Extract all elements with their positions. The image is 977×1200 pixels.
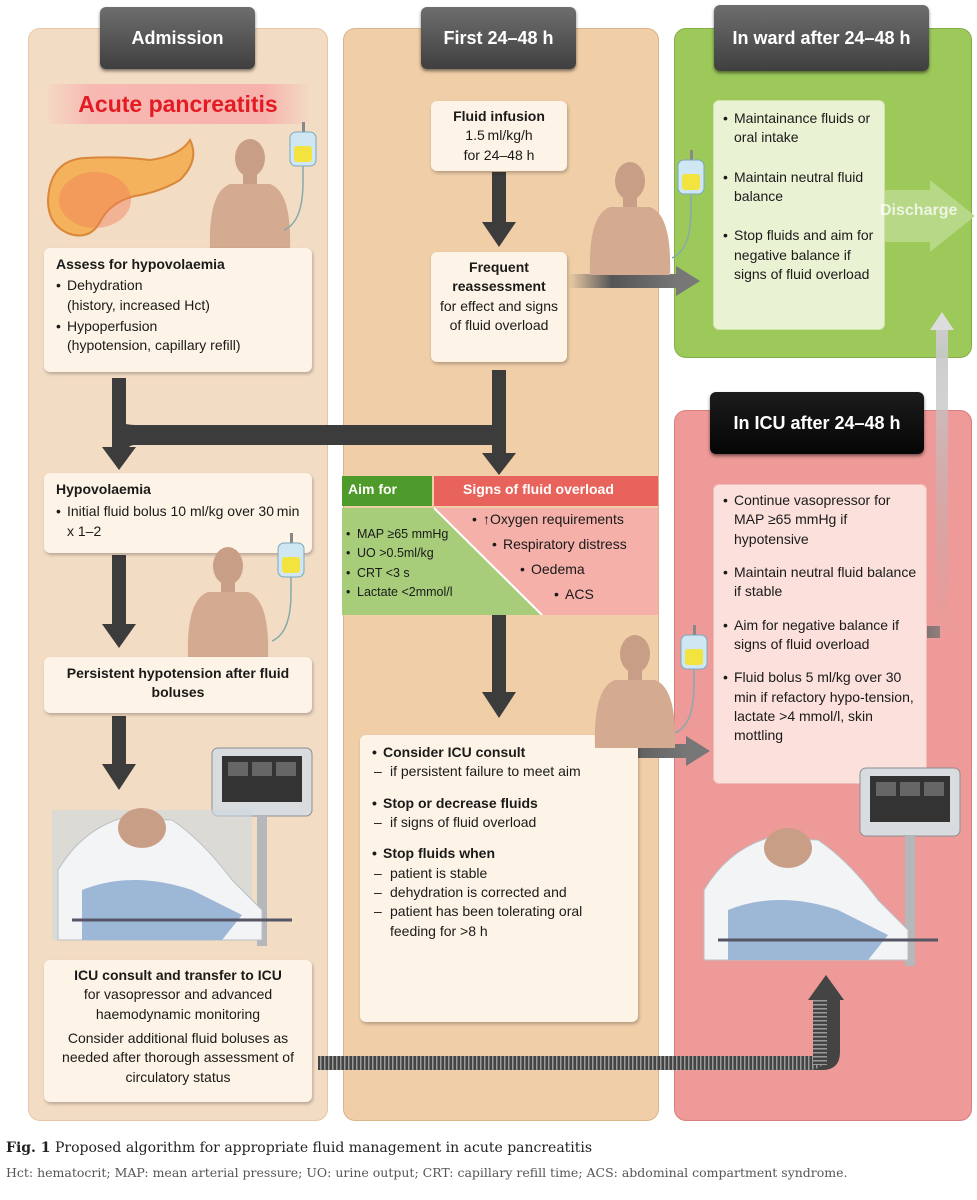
overload-sign: ACS xyxy=(554,586,594,602)
arrow-icon xyxy=(482,614,516,718)
arrow-icon xyxy=(102,555,136,648)
acute-pancreatitis-title: Acute pancreatitis xyxy=(44,84,312,124)
assess-hypovolaemia-box: Assess for hypovolaemia Dehydration (his… xyxy=(44,248,312,372)
header-ward: In ward after 24–48 h xyxy=(714,5,929,71)
arrow-icon xyxy=(568,266,700,296)
ward-box: Maintainance fluids or oral intake Maint… xyxy=(713,100,885,330)
hypovolaemia-box: Hypovolaemia Initial fluid bolus 10 ml/k… xyxy=(44,473,312,553)
aim-item: MAP ≥65 mmHg xyxy=(346,525,453,545)
ward-item: Maintainance fluids or oral intake xyxy=(723,109,875,148)
discharge-label: Discharge xyxy=(880,202,958,219)
icu-consult-title: ICU consult and transfer to ICU xyxy=(74,967,282,983)
icu-box: Continue vasopressor for MAP ≥65 mmHg if… xyxy=(713,484,927,784)
persistent-text: Persistent hypotension after fluid bolus… xyxy=(66,665,290,701)
icu-item: Maintain neutral fluid balance if stable xyxy=(723,563,917,602)
overload-sign: Respiratory distress xyxy=(492,536,627,552)
assess-title: Assess for hypovolaemia xyxy=(56,256,225,272)
icu-item: Aim for negative balance if signs of flu… xyxy=(723,616,917,655)
consider-title: Consider ICU consult xyxy=(372,743,626,763)
assess-item-main: Dehydration xyxy=(56,276,300,296)
arrow-icon xyxy=(102,716,136,790)
stop-decrease-title: Stop or decrease fluids xyxy=(372,794,626,814)
figure-title: Proposed algorithm for appropriate fluid… xyxy=(55,1140,593,1156)
fluid-overload-label: Signs of fluid overload xyxy=(463,481,614,497)
iv-bag-icon xyxy=(672,150,705,259)
overload-sign: ↑Oxygen requirements xyxy=(472,511,624,527)
aim-item: Lactate <2mmol/l xyxy=(346,583,453,603)
icu-consult-line1: for vasopressor and advanced haemodynami… xyxy=(83,986,273,1022)
stop-decrease-sub: if signs of fluid overload xyxy=(372,813,626,833)
hospital-bed-patient-icon xyxy=(52,747,313,946)
aim-item: CRT <3 s xyxy=(346,564,453,584)
fluid-infusion-duration: for 24–48 h xyxy=(463,146,535,163)
icu-consult-transfer-box: ICU consult and transfer to ICU for vaso… xyxy=(44,960,312,1102)
persistent-hypotension-box: Persistent hypotension after fluid bolus… xyxy=(44,657,312,713)
consider-icu-box: Consider ICU consult if persistent failu… xyxy=(360,735,638,1022)
stop-when-item: dehydration is corrected and xyxy=(372,883,626,903)
aim-for-label: Aim for xyxy=(348,481,397,497)
hypovolaemia-item: Initial fluid bolus 10 ml/kg over 30 min… xyxy=(56,502,300,541)
arrow-icon xyxy=(318,975,844,1070)
fluid-infusion-box: Fluid infusion 1.5 ml/kg/h for 24–48 h xyxy=(431,101,567,171)
arrow-icon xyxy=(482,370,516,475)
reassessment-title: Frequent xyxy=(469,259,529,275)
figure-abbreviations: Hct: hematocrit; MAP: mean arterial pres… xyxy=(6,1165,848,1180)
reassessment-title: reassessment xyxy=(452,278,546,295)
figure-caption: Fig. 1 Proposed algorithm for appropriat… xyxy=(6,1140,592,1156)
hospital-bed-patient-icon xyxy=(703,767,961,966)
ward-item: Maintain neutral fluid balance xyxy=(723,168,875,207)
pancreas-icon xyxy=(46,137,195,237)
figure-label: Fig. 1 xyxy=(6,1140,51,1156)
iv-bag-icon xyxy=(272,533,305,642)
assess-item-main: Hypoperfusion xyxy=(56,317,300,337)
header-icu: In ICU after 24–48 h xyxy=(710,392,924,454)
overload-sign: Oedema xyxy=(520,561,585,577)
header-first-24-48h: First 24–48 h xyxy=(421,7,576,69)
hypovolaemia-title: Hypovolaemia xyxy=(56,481,151,497)
iv-bag-icon xyxy=(284,122,317,231)
stop-when-title: Stop fluids when xyxy=(372,844,626,864)
fluid-infusion-rate: 1.5 ml/kg/h xyxy=(465,127,533,144)
arrow-icon xyxy=(102,378,492,470)
patient-torso-icon xyxy=(589,162,671,275)
assess-item-sub: (history, increased Hct) xyxy=(67,296,210,313)
aim-item: UO >0.5ml/kg xyxy=(346,544,453,564)
icu-item: Fluid bolus 5 ml/kg over 30 min if refac… xyxy=(723,668,917,745)
patient-torso-icon xyxy=(594,635,676,748)
assess-item-sub: (hypotension, capillary refill) xyxy=(67,337,241,354)
patient-torso-icon xyxy=(187,547,269,658)
frequent-reassessment-box: Frequent reassessment for effect and sig… xyxy=(431,252,567,362)
discharge-arrow-icon xyxy=(868,180,975,252)
reassessment-text: for effect and signs of fluid overload xyxy=(439,297,559,333)
aim-list: MAP ≥65 mmHg UO >0.5ml/kg CRT <3 s Lacta… xyxy=(346,525,453,603)
header-admission: Admission xyxy=(100,7,255,69)
icu-item: Continue vasopressor for MAP ≥65 mmHg if… xyxy=(723,491,917,549)
iv-bag-icon xyxy=(675,625,708,734)
stop-when-item: patient has been tolerating oral feeding… xyxy=(372,902,626,941)
arrow-icon xyxy=(482,172,516,247)
icu-consult-line2: Consider additional fluid boluses as nee… xyxy=(62,1029,294,1085)
patient-torso-icon xyxy=(209,139,291,250)
consider-sub: if persistent failure to meet aim xyxy=(372,762,626,782)
fluid-infusion-title: Fluid infusion xyxy=(453,108,545,124)
stop-when-item: patient is stable xyxy=(372,864,626,884)
ward-item: Stop fluids and aim for negative balance… xyxy=(723,226,875,284)
